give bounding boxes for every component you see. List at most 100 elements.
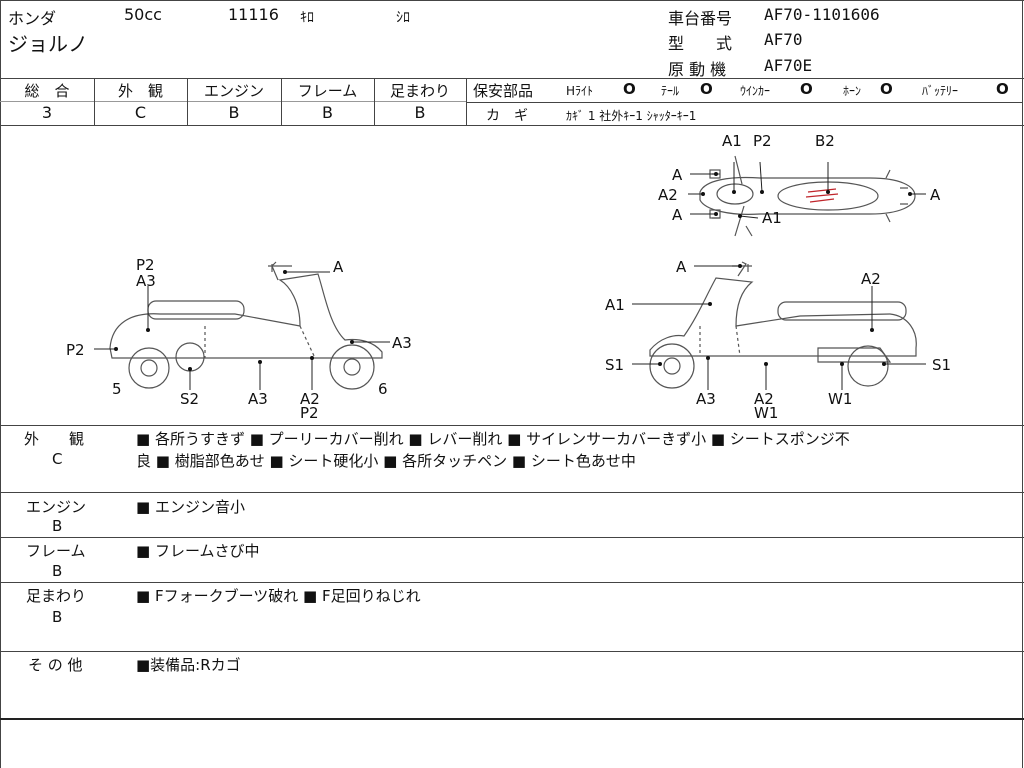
border-top [0,0,1024,1]
remark-frame-label: フレーム [26,542,86,560]
exterior-grade: C [134,103,147,122]
body-color: ｼﾛ [396,10,410,26]
top-label-a-top: A [672,166,683,184]
maker: ホンダ [8,9,57,28]
frame-grade: B [322,103,333,122]
right-label-a2-top: A2 [861,270,881,288]
mileage-unit: ｷﾛ [300,10,314,26]
remark-engine-grade: B [52,517,63,535]
displacement: 50cc [124,5,162,24]
safety-mark-winker: O [800,80,813,98]
right-view-scooter [649,261,917,389]
top-label-p2: P2 [753,132,772,150]
remark-suspension-grade: B [52,608,63,626]
top-label-b2: B2 [815,132,835,150]
frame-label: フレーム [297,82,358,100]
top-view-dots [701,172,912,218]
top-view-leaders [688,161,926,219]
remark-exterior-line-2: 良 ■ 樹脂部色あせ ■ シート硬化小 ■ 各所タッチペン ■ シート色あせ中 [136,452,636,470]
keys-label: カ ギ [486,108,528,124]
grade-row-bottom [0,125,1024,126]
suspension-label: 足まわり [389,82,450,100]
border-left [0,0,1,768]
remark-exterior-grade: C [52,450,63,468]
exterior-label: 外 観 [117,82,163,100]
safety-mark-tail: O [700,80,713,98]
grade-sep-1 [94,78,95,126]
safety-item-horn: ﾎｰﾝ [843,84,862,98]
left-label-a3-top: A3 [136,272,156,290]
remark-divider-2 [0,537,1024,538]
remark-engine-line-1: ■ エンジン音小 [136,498,245,516]
model-type-label: 型 式 [668,34,733,53]
remark-other-line-1: ■装備品:Rカゴ [136,656,241,674]
left-label-5: 5 [112,380,122,398]
right-label-a1: A1 [605,296,625,314]
frame-number: AF70-1101606 [764,5,880,24]
engine-model: AF70E [764,56,813,75]
scratch-mark-b2 [805,188,839,203]
remark-divider-3 [0,582,1024,583]
remark-exterior-label: 外 観 [24,430,85,448]
model-type: AF70 [764,30,803,49]
grade-label-divider [0,101,467,102]
remark-other-label: そ の 他 [28,656,83,674]
safety-divider [467,102,1022,103]
left-label-a3-right: A3 [392,334,412,352]
right-label-s1-left: S1 [605,356,624,374]
left-label-a3-bottom: A3 [248,390,268,408]
remark-engine-label: エンジン [26,498,87,516]
overall-grade: 3 [41,103,53,122]
remark-divider-1 [0,492,1024,493]
left-view-leaders [94,271,390,390]
right-label-a2-bottom: A2 [754,390,774,408]
top-view-scooter [699,155,916,237]
safety-item-battery: ﾊﾞｯﾃﾘｰ [922,84,959,98]
safety-item-tail: ﾃｰﾙ [661,84,680,98]
overall-label: 総 合 [24,82,70,100]
mileage: 11116 [228,5,279,24]
border-right [1022,0,1023,768]
right-view-leaders [632,265,926,390]
remark-suspension-line-1: ■ Fフォークブーツ破れ ■ F足回りねじれ [136,587,421,605]
remark-divider-4 [0,651,1024,652]
grade-sep-3 [281,78,282,126]
safety-item-headlight: Hﾗｲﾄ [566,84,594,98]
safety-mark-horn: O [880,80,893,98]
right-view-dots [658,264,886,366]
left-label-p2-top: P2 [136,256,155,274]
suspension-grade: B [414,103,426,122]
safety-item-winker: ｳｲﾝｶｰ [740,84,771,98]
remark-frame-line-1: ■ フレームさび中 [136,542,260,560]
right-label-a-handle: A [676,258,687,276]
right-label-w1: W1 [828,390,852,408]
remarks-top [0,425,1024,426]
left-label-p2-bottom: P2 [300,404,319,422]
top-label-a1: A1 [722,132,742,150]
keys-value: ｶｷﾞ 1 社外ｷｰ1 ｼｬｯﾀｰｷｰ1 [566,109,697,123]
left-label-a2-bottom: A2 [300,390,320,408]
left-label-6: 6 [378,380,388,398]
left-label-s2: S2 [180,390,199,408]
engine-model-label: 原 動 機 [668,60,727,79]
remark-exterior-line-1: ■ 各所うすきず ■ プーリーカバー削れ ■ レバー削れ ■ サイレンサーカバー… [136,430,850,448]
top-label-a-bottom: A [672,206,683,224]
left-view-dots [114,270,354,371]
safety-mark-battery: O [996,80,1009,98]
engine-grade: B [228,103,240,122]
frame-number-label: 車台番号 [668,9,733,28]
grade-sep-2 [187,78,188,126]
safety-label: 保安部品 [473,82,534,100]
left-label-a-handle: A [333,258,344,276]
top-label-a1-lower: A1 [762,209,782,227]
engine-label: エンジン [203,82,264,100]
top-label-a-right: A [930,186,941,204]
top-label-a2: A2 [658,186,678,204]
remark-suspension-label: 足まわり [26,587,87,605]
remarks-bottom [0,718,1024,720]
model-name: ジョルノ [8,32,88,56]
safety-mark-headlight: O [623,80,636,98]
grade-sep-5 [466,78,467,126]
grade-row-top [0,78,1024,79]
